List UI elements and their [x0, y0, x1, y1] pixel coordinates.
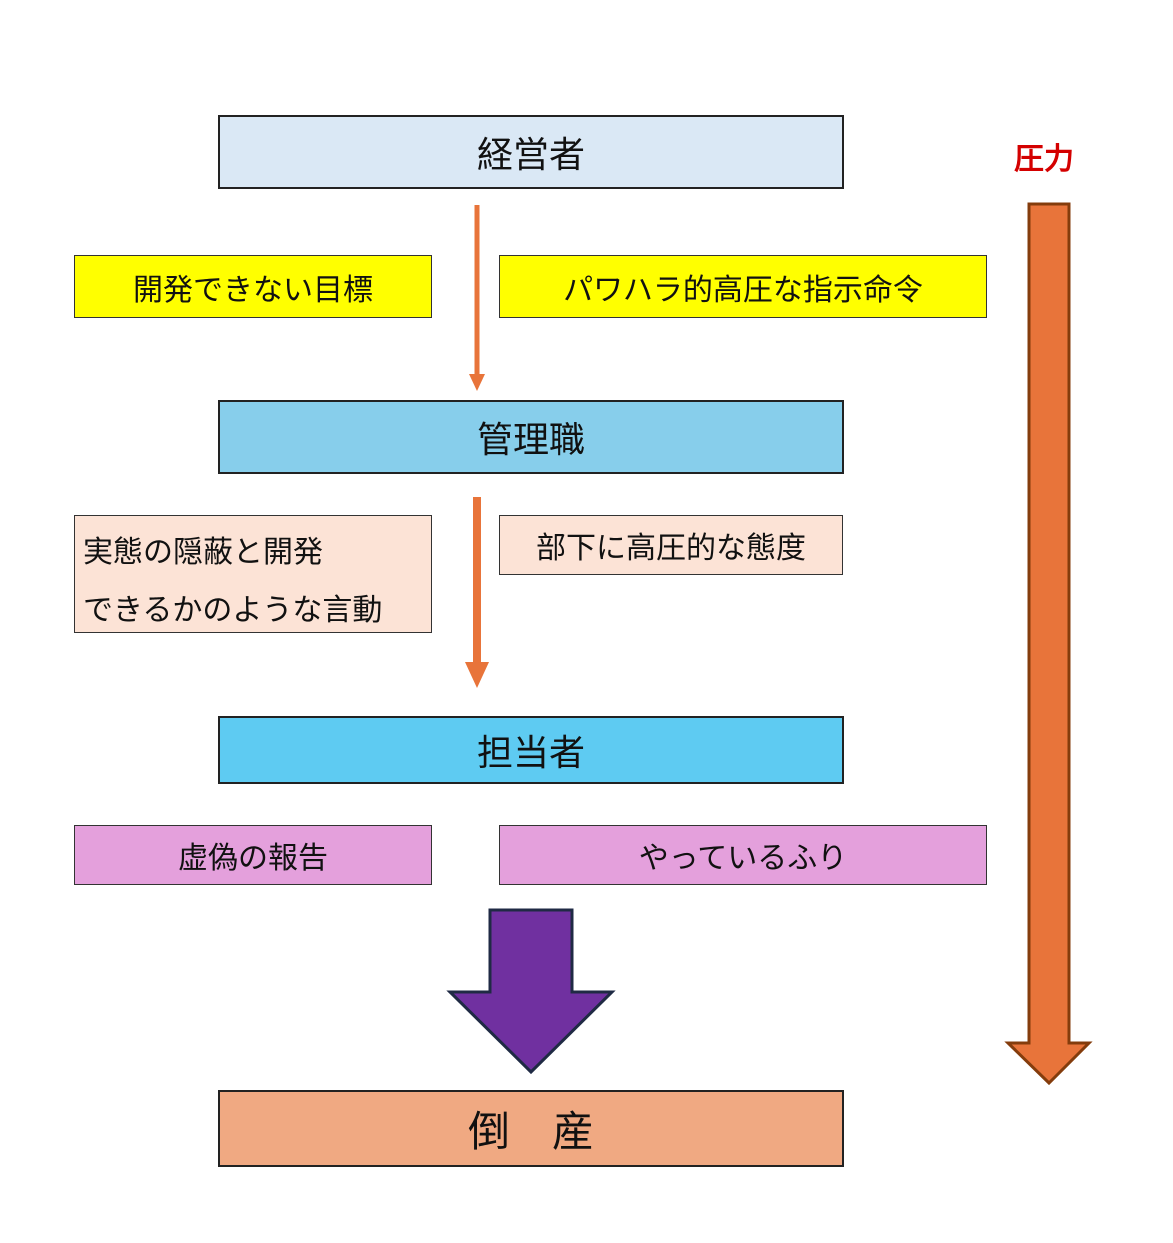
pressure-arrow: [1004, 202, 1093, 1086]
executive-note-right: パワハラ的高圧な指示命令: [499, 255, 987, 318]
staff-label: 担当者: [476, 733, 585, 774]
manager-label: 管理職: [476, 420, 585, 461]
executive-note-left: 開発できない目標: [74, 255, 432, 318]
pressure-label: 圧力: [1014, 142, 1074, 177]
staff-to-bankruptcy-arrow: [446, 908, 616, 1075]
staff-note-left: 虚偽の報告: [74, 825, 432, 885]
executive-note-right-text: パワハラ的高圧な指示命令: [563, 272, 923, 308]
manager-to-staff-arrow: [465, 497, 489, 688]
manager-note-left: 実態の隠蔽と開発 できるかのような言動: [74, 515, 432, 633]
executive-label: 経営者: [476, 135, 585, 176]
staff-note-left-text: 虚偽の報告: [178, 841, 328, 876]
staff-box: 担当者: [218, 716, 844, 784]
staff-note-right: やっているふり: [499, 825, 987, 885]
manager-note-left-line2: できるかのような言動: [83, 593, 383, 628]
bankruptcy-box: 倒 産: [218, 1090, 844, 1167]
manager-note-right-text: 部下に高圧的な態度: [536, 531, 806, 566]
executive-note-left-text: 開発できない目標: [133, 272, 373, 308]
executive-to-manager-arrow: [469, 205, 485, 391]
manager-note-left-line1: 実態の隠蔽と開発: [83, 535, 323, 570]
staff-note-right-text: やっているふり: [638, 841, 848, 876]
bankruptcy-label: 倒 産: [467, 1107, 594, 1156]
manager-box: 管理職: [218, 400, 844, 474]
executive-box: 経営者: [218, 115, 844, 189]
manager-note-right: 部下に高圧的な態度: [499, 515, 843, 575]
